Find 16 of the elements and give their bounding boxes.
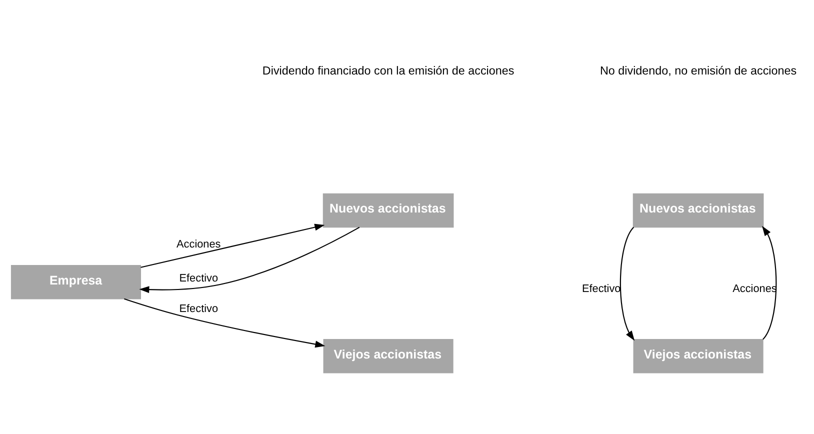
edge-label: Efectivo [179, 272, 218, 284]
node-box: Viejos accionistas [323, 338, 454, 373]
arrow [762, 225, 777, 340]
edge-label: Efectivo [582, 282, 621, 294]
arrow [124, 298, 326, 348]
node-box: Viejos accionistas [633, 338, 764, 373]
node-box: Empresa [10, 264, 142, 299]
edge-label: Efectivo [179, 302, 218, 314]
arrow [140, 223, 325, 268]
node-box: Nuevos accionistas [632, 192, 764, 228]
edge-label: Acciones [176, 238, 221, 250]
node-box: Nuevos accionistas [322, 192, 454, 228]
label: No dividendo, no emisión de acciones [600, 64, 797, 78]
arrow [139, 226, 360, 293]
arrow [620, 226, 635, 340]
label: Dividendo financiado con la emisión de acciones [262, 64, 514, 78]
